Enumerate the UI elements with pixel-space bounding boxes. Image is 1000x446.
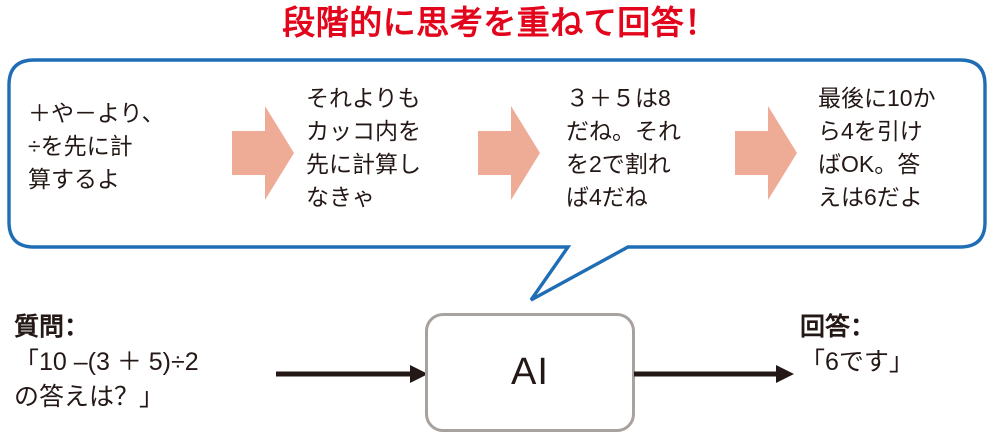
ai-node: AI (425, 313, 635, 432)
question-block: 質問： 「10 –(3 ＋ 5)÷2 の答えは？」 (14, 310, 284, 415)
page-title: 段階的に思考を重ねて回答！ (282, 4, 718, 41)
right-arrow-icon (735, 106, 797, 200)
ai-node-label: AI (511, 351, 549, 393)
right-arrow-icon (478, 106, 540, 200)
bubble-step-3: ３＋５は8 だね。それ を2で割れ ば4だね (566, 85, 681, 210)
question-text: 「10 –(3 ＋ 5)÷2 の答えは？」 (14, 348, 199, 411)
arrow-right-icon (276, 365, 428, 383)
answer-text: 「6です」 (800, 348, 914, 376)
question-label: 質問： (14, 313, 90, 341)
answer-label: 回答： (800, 313, 876, 341)
arrow-right-icon (634, 365, 794, 383)
bubble-step-2: それよりも カッコ内を 先に計算し なきゃ (306, 85, 421, 210)
right-arrow-icon (232, 106, 294, 200)
bubble-step-4: 最後に10か ら4を引け ばOK。答 えは6だよ (818, 85, 936, 210)
bubble-step-1: ＋や－より、 ÷を先に計 算するよ (28, 100, 165, 192)
answer-block: 回答： 「6です」 (800, 310, 990, 380)
